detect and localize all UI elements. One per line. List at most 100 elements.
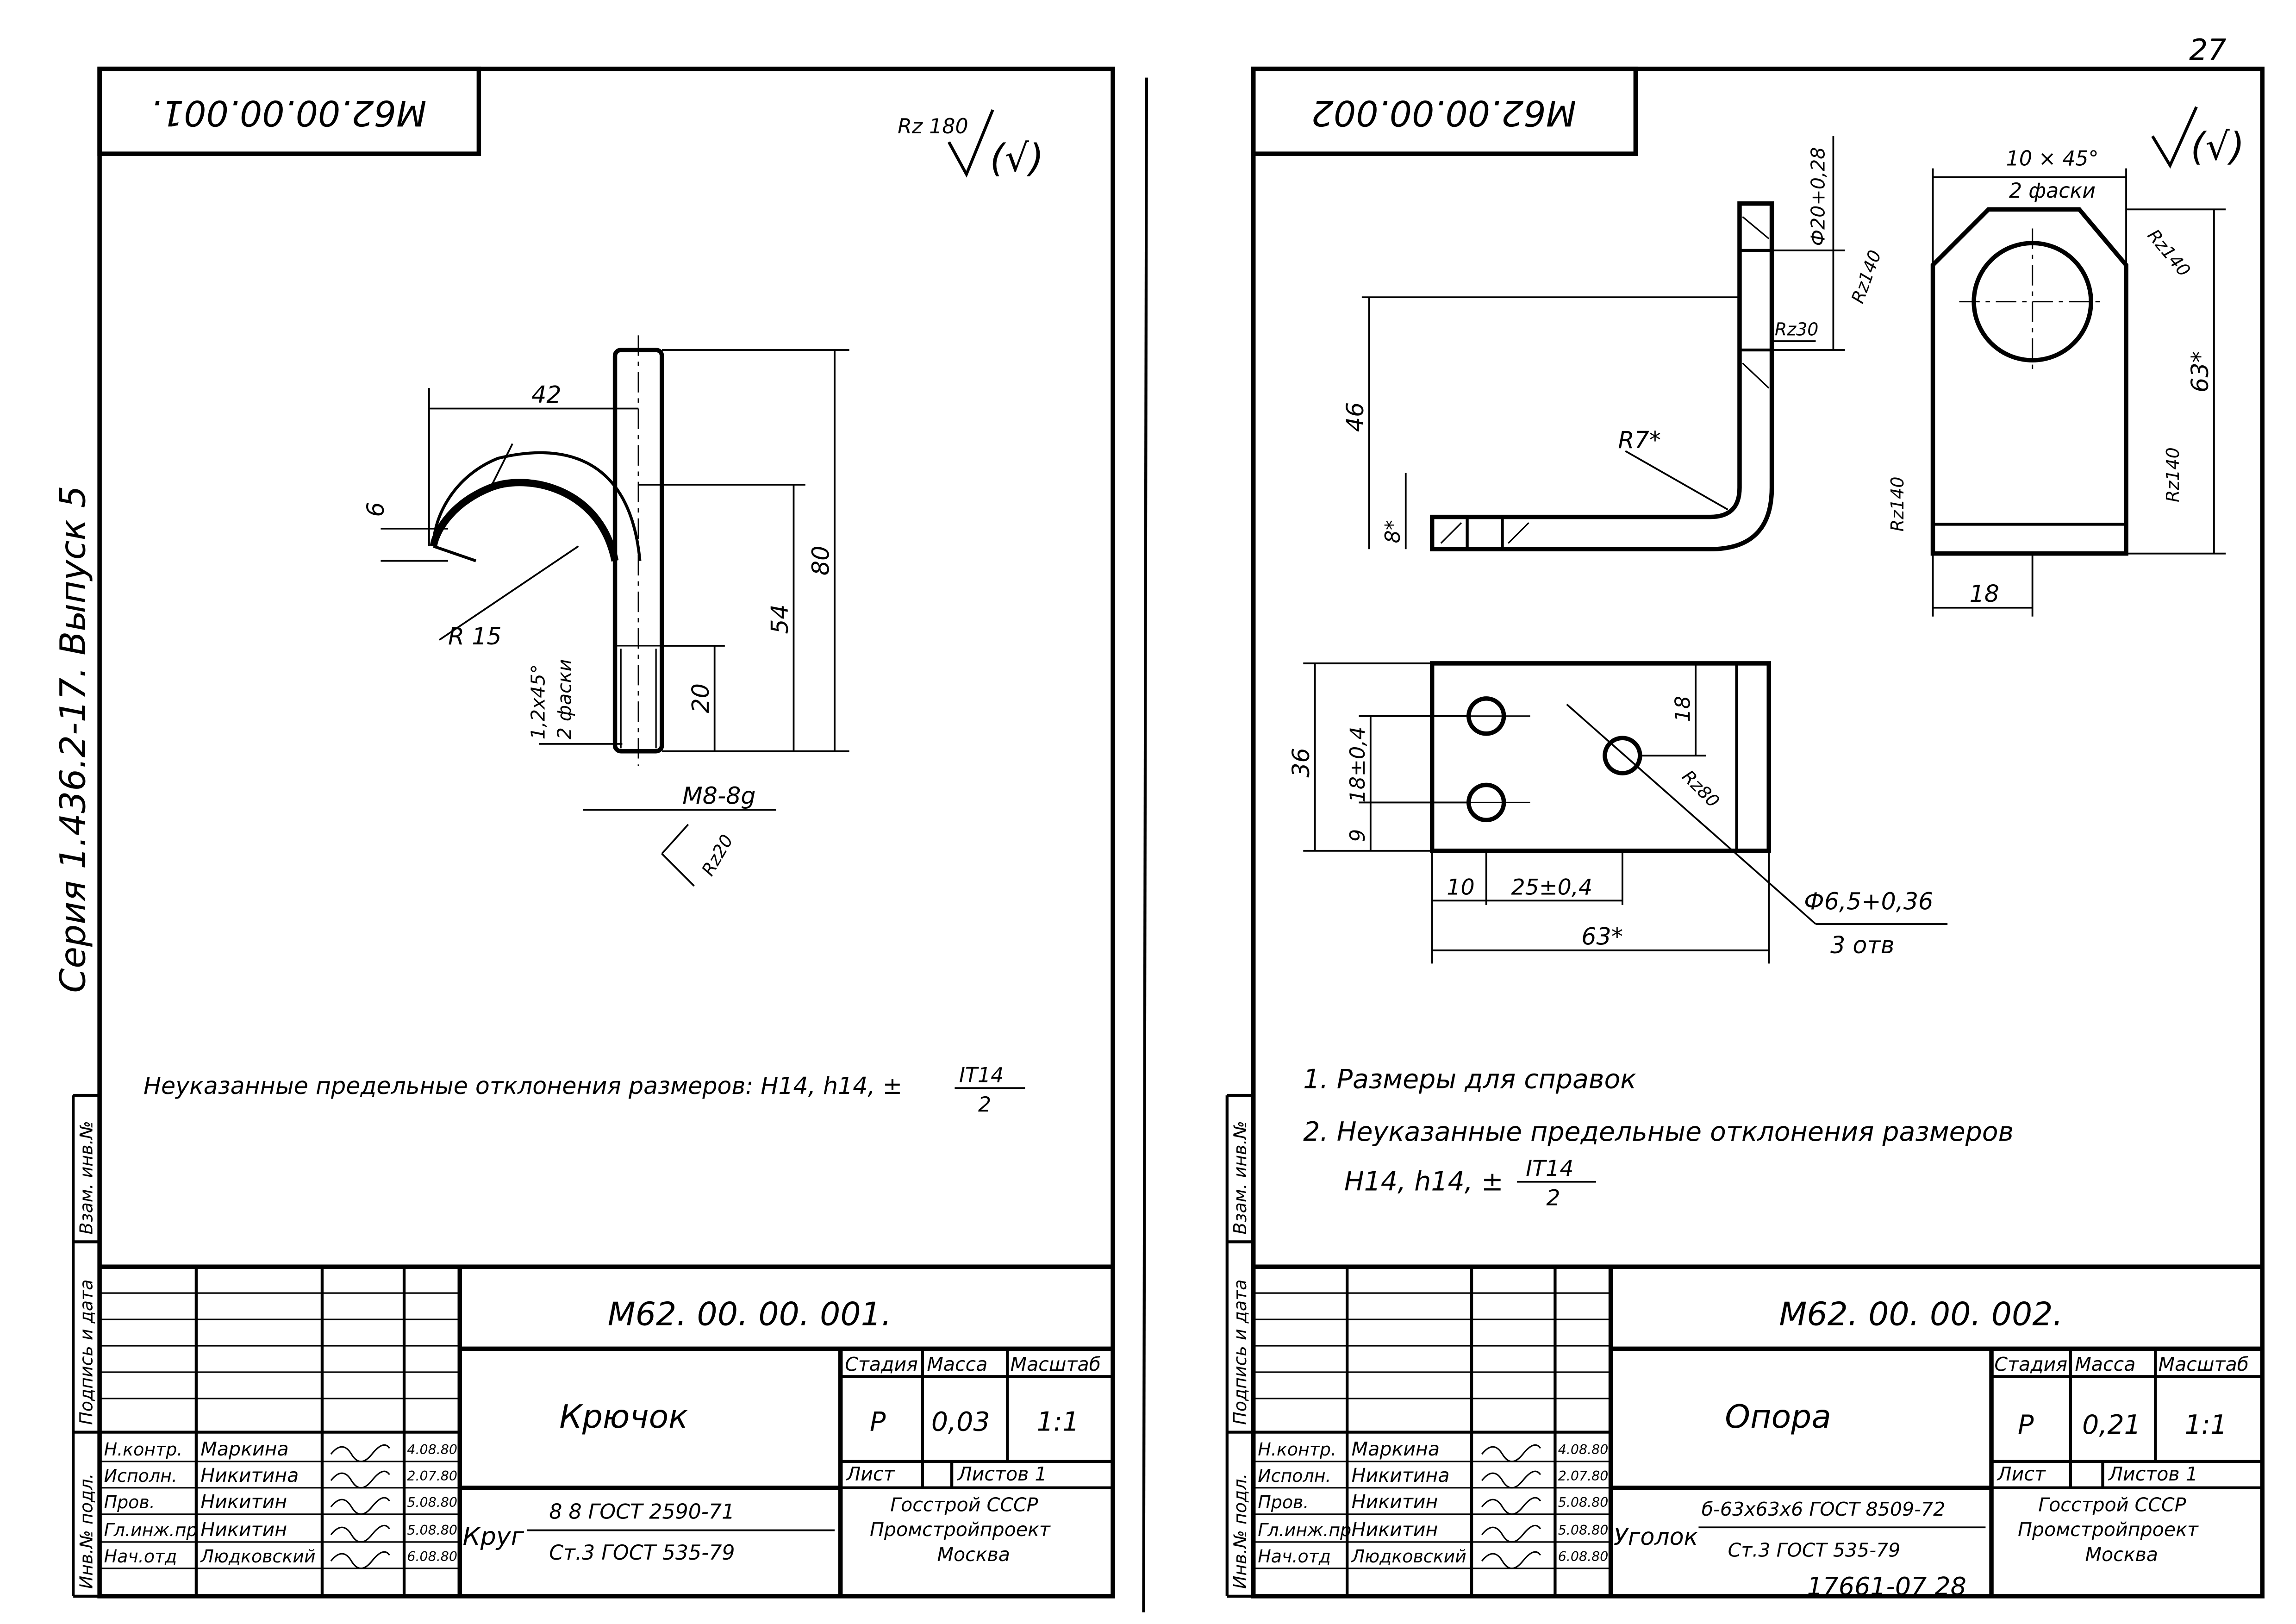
rz140-c: Rz140 <box>1887 477 1908 532</box>
role-prov-r: Пров. <box>1258 1492 1309 1512</box>
date-4-l: 5.08.80 <box>407 1523 457 1538</box>
note-left: Неуказанные предельные отклонения размер… <box>144 1072 902 1099</box>
dim-63-vert: 63* <box>2186 351 2214 393</box>
org-2-l: Промстройпроект <box>870 1518 1051 1541</box>
side-label-vzam-r: Взам. инв.№ <box>1230 1121 1250 1235</box>
person-4-l: Никитин <box>200 1518 287 1541</box>
dim-dia20: Ф20+0,28 <box>1807 147 1829 246</box>
side-label-inv: Инв.№ подл. <box>76 1473 96 1589</box>
code-stamp-right: М62.00.00.002 <box>1311 93 1577 133</box>
hdr-stage-r: Стадия <box>1994 1353 2067 1375</box>
dim-chamfer-2: 2 фаски <box>554 659 576 740</box>
org-1-l: Госстрой СССР <box>890 1493 1038 1516</box>
role-ispoln-l: Исполн. <box>104 1466 177 1486</box>
material-label-left: Круг <box>463 1522 524 1551</box>
rz140-a: Rz140 <box>1847 247 1885 306</box>
material-top-left: 8 8 ГОСТ 2590-71 <box>549 1500 735 1524</box>
roughness-paren-right: (√) <box>2190 125 2245 169</box>
rz140-d: Rz140 <box>2163 447 2183 502</box>
role-nachotd-r: Нач.отд <box>1258 1546 1331 1567</box>
dim-36: 36 <box>1287 748 1315 777</box>
sheet-left: Инв.№ подл. Подпись и дата Взам. инв.№ С… <box>52 66 1115 1599</box>
dim-18-front: 18 <box>1970 580 1999 607</box>
roughness-left: Rz 180 <box>898 115 968 138</box>
side-label-sign-r: Подпись и дата <box>1230 1280 1250 1425</box>
date-4-r: 5.08.80 <box>1558 1523 1609 1538</box>
date-2-r: 2.07.80 <box>1558 1468 1609 1484</box>
role-glinzh-l: Гл.инж.пр <box>104 1520 198 1540</box>
dim-18-right: 18 <box>1671 696 1695 722</box>
org-3-l: Москва <box>937 1543 1010 1566</box>
title-code-left: М62. 00. 00. 001. <box>608 1296 892 1333</box>
material-bot-left: Ст.3 ГОСТ 535-79 <box>549 1541 735 1565</box>
hdr-mass-l: Масса <box>927 1353 987 1375</box>
org-3-r: Москва <box>2085 1543 2158 1566</box>
part-name-right: Опора <box>1725 1398 1831 1436</box>
date-2-l: 2.07.80 <box>407 1468 457 1484</box>
hdr-sheets-l: Листов 1 <box>957 1463 1047 1485</box>
part-name-left: Крючок <box>559 1398 688 1436</box>
role-nachotd-l: Нач.отд <box>104 1546 177 1567</box>
series-text: Серия 1.436.2-17. Выпуск 5 <box>52 486 93 993</box>
person-3-l: Никитин <box>200 1491 287 1513</box>
dim-46: 46 <box>1341 402 1369 432</box>
role-nkontr-r: Н.контр. <box>1258 1439 1336 1460</box>
date-1-l: 4.08.80 <box>407 1442 457 1457</box>
roughness-paren-left: (√) <box>990 137 1044 181</box>
person-5-r: Людковский <box>1351 1546 1466 1567</box>
dim-63-horiz: 63* <box>1581 923 1623 950</box>
date-5-l: 6.08.80 <box>407 1549 457 1564</box>
support-top-view: Ф6,5+0,36 3 отв Rz80 36 18±0,4 9 18 10 2… <box>1287 661 1948 964</box>
note-left-frac-top: IT14 <box>959 1064 1004 1087</box>
person-3-r: Никитин <box>1352 1491 1438 1513</box>
dim-rz20: Rz20 <box>698 831 737 879</box>
stage-value-l: Р <box>870 1406 886 1437</box>
scale-value-r: 1:1 <box>2185 1410 2227 1440</box>
dim-10: 10 <box>1447 875 1474 900</box>
title-code-right: М62. 00. 00. 002. <box>1779 1296 2063 1333</box>
side-label-sign: Подпись и дата <box>76 1280 96 1425</box>
title-block-left: Н.контр. Исполн. Пров. Гл.инж.пр Нач.отд… <box>100 1264 1113 1596</box>
note-right-3: Н14, h14, ± <box>1344 1167 1504 1197</box>
dim-42: 42 <box>531 381 561 408</box>
note-right-frac-bot: 2 <box>1546 1185 1560 1211</box>
hole-dim-2: 3 отв <box>1830 931 1895 959</box>
dim-20: 20 <box>687 683 714 713</box>
dim-8: 8* <box>1381 520 1405 543</box>
dim-chamfer-1: 1,2x45° <box>527 664 549 740</box>
note-left-frac-bot: 2 <box>978 1093 991 1117</box>
hook-drawing: 42 6 80 54 20 R 15 1,2x45° 2 фаски М8-8g… <box>362 335 849 887</box>
scale-value-l: 1:1 <box>1037 1406 1079 1437</box>
role-nkontr-l: Н.контр. <box>104 1439 183 1460</box>
material-top-right: б-63x63x6 ГОСТ 8509-72 <box>1702 1498 1946 1520</box>
dim-rz30: Rz30 <box>1775 319 1819 339</box>
org-1-r: Госстрой СССР <box>2038 1493 2186 1516</box>
role-glinzh-r: Гл.инж.пр <box>1258 1520 1351 1540</box>
hdr-scale-r: Масштаб <box>2159 1353 2249 1375</box>
dim-54: 54 <box>766 604 793 634</box>
support-front-view: 10 × 45° 2 фаски 63* 18 Rz140 Rz140 Rz14… <box>1847 147 2226 617</box>
dim-18-tol: 18±0,4 <box>1346 727 1370 803</box>
org-2-r: Промстройпроект <box>2018 1518 2199 1541</box>
note-right-2: 2. Неуказанные предельные отклонения раз… <box>1303 1117 2014 1147</box>
dim-chamfer-r2: 2 фаски <box>2009 179 2096 203</box>
note-right-1: 1. Размеры для справок <box>1303 1064 1636 1094</box>
hdr-sheet-l: Лист <box>845 1463 895 1485</box>
hdr-sheets-r: Листов 1 <box>2108 1463 2198 1485</box>
hdr-sheet-r: Лист <box>1997 1463 2046 1485</box>
code-stamp-left: М62.00.00.001. <box>150 93 427 133</box>
dim-25: 25±0,4 <box>1511 875 1592 900</box>
person-2-r: Никитина <box>1352 1464 1450 1487</box>
date-3-l: 5.08.80 <box>407 1495 457 1510</box>
person-1-r: Маркина <box>1352 1438 1440 1460</box>
hdr-mass-r: Масса <box>2075 1353 2135 1375</box>
stage-value-r: Р <box>2018 1410 2034 1440</box>
hdr-scale-l: Масштаб <box>1011 1353 1101 1375</box>
dim-chamfer-r1: 10 × 45° <box>2006 147 2099 170</box>
person-1-l: Маркина <box>200 1438 288 1460</box>
person-2-l: Никитина <box>200 1464 299 1487</box>
hdr-stage-l: Стадия <box>845 1353 918 1375</box>
dim-9: 9 <box>1346 829 1370 842</box>
role-prov-l: Пров. <box>104 1492 155 1512</box>
